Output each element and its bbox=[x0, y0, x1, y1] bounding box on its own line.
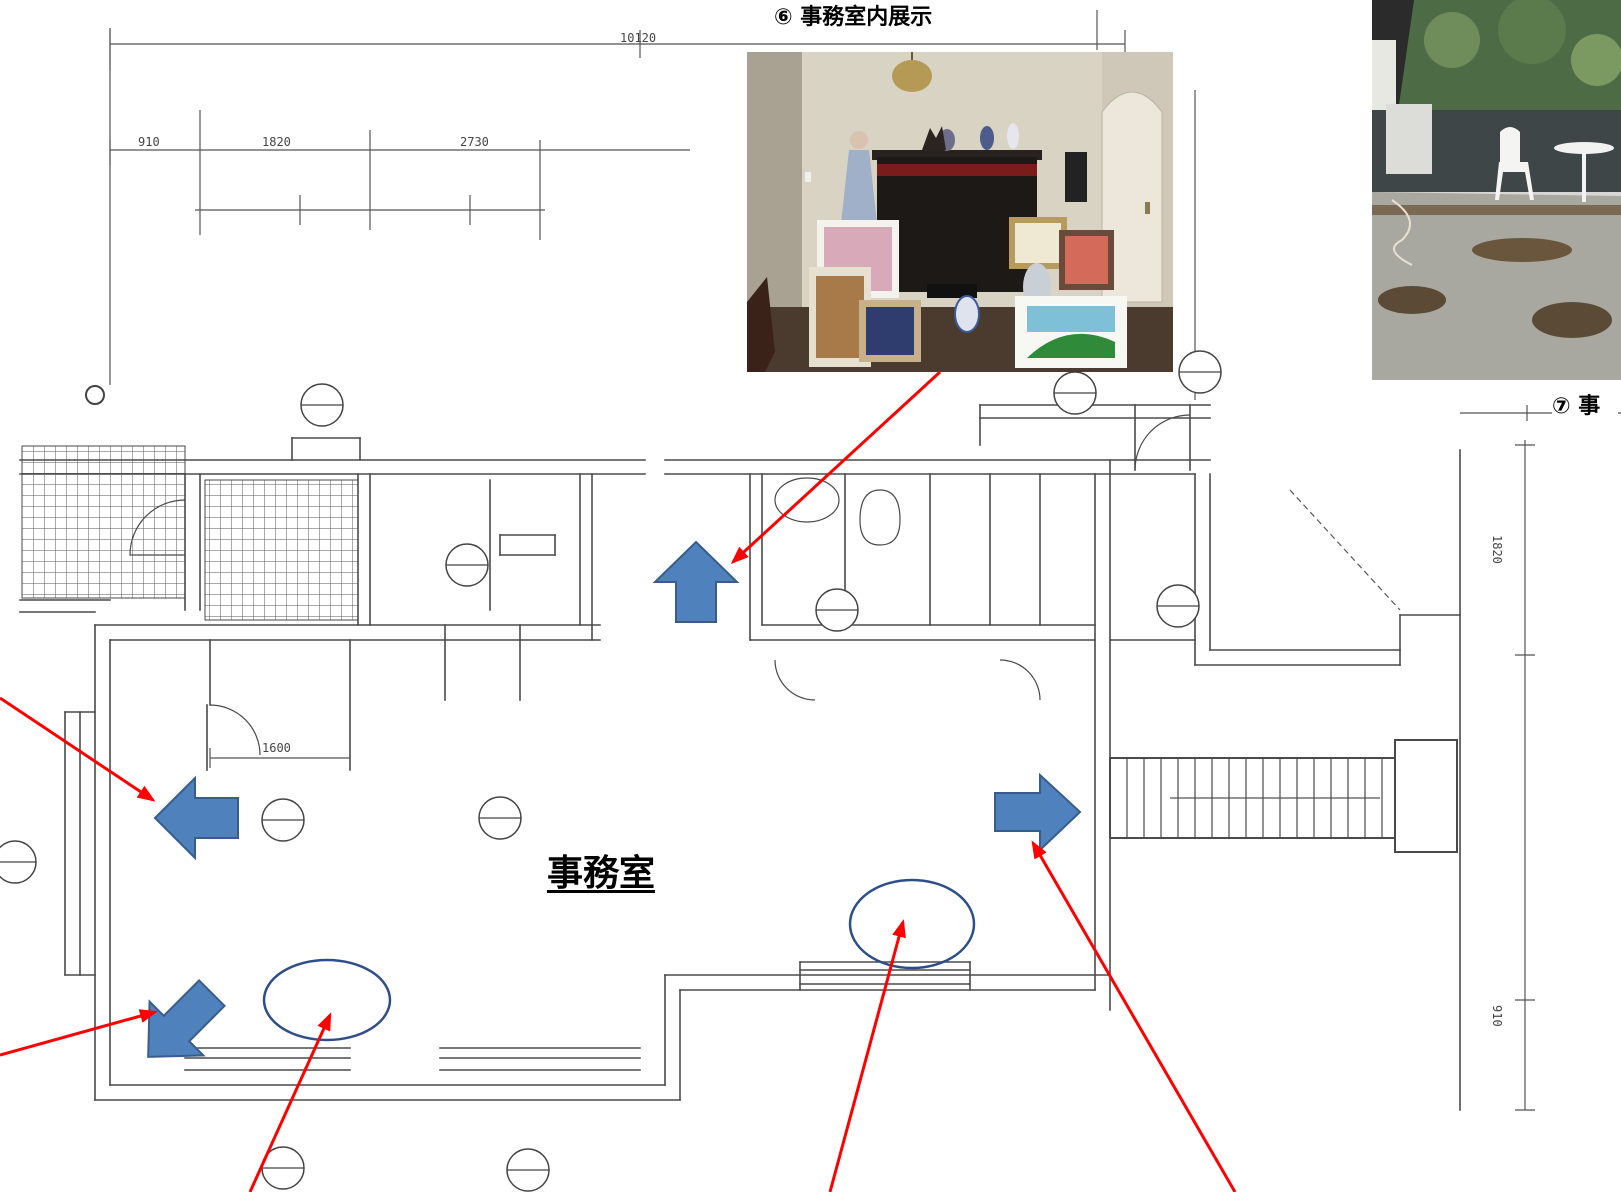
closet-door-swing bbox=[209, 704, 261, 756]
piano-bench bbox=[927, 284, 977, 298]
pointer-to-down-left-arrow bbox=[0, 1009, 158, 1057]
doll-body bbox=[839, 150, 879, 242]
leaf-patch bbox=[1378, 286, 1446, 314]
dimension-lines bbox=[109, 10, 1621, 1111]
dimension-1820: 1820 bbox=[262, 135, 291, 149]
pointer-to-right-arrow bbox=[1031, 840, 1237, 1192]
vase bbox=[1007, 123, 1019, 149]
view-arrow-left bbox=[153, 775, 239, 861]
leaf-patch bbox=[1472, 238, 1572, 262]
picture-canvas bbox=[866, 307, 914, 355]
view-arrow-up bbox=[652, 540, 740, 623]
garden-photo bbox=[1372, 0, 1621, 380]
picture-canvas bbox=[1065, 236, 1108, 284]
wall-outlet bbox=[805, 172, 811, 182]
pointer-to-ellipse-left bbox=[248, 1012, 332, 1192]
dimension-910: 910 bbox=[138, 135, 160, 149]
closet-dimension: 1600 bbox=[262, 741, 291, 755]
section-markers bbox=[0, 350, 1222, 1192]
staircase bbox=[1109, 739, 1458, 853]
outdoor-unit bbox=[1386, 104, 1432, 174]
garden-table-top bbox=[1554, 142, 1614, 154]
highlight-ellipse-window-marker bbox=[848, 878, 976, 970]
view-arrow-right bbox=[994, 772, 1082, 853]
pointer-lines bbox=[0, 370, 1237, 1192]
foliage bbox=[1498, 0, 1566, 64]
door-handle bbox=[1145, 202, 1150, 214]
pointer-to-left-arrow bbox=[0, 696, 156, 802]
doll-head bbox=[850, 131, 868, 149]
pointer-to-ellipse-right bbox=[828, 919, 906, 1192]
piano-drape bbox=[877, 164, 1037, 176]
photo6-caption: ⑥ 事務室内展示 bbox=[768, 5, 939, 31]
room-label: 事務室 bbox=[546, 853, 655, 894]
room-label-box: 事務室 bbox=[530, 838, 672, 902]
chair bbox=[747, 277, 775, 372]
certificate-paper bbox=[1015, 223, 1061, 263]
overall-width-dimension: 10120 bbox=[620, 31, 656, 45]
corridor-diagonal bbox=[1289, 489, 1401, 611]
doorway bbox=[1101, 91, 1163, 303]
pendant-lamp bbox=[892, 60, 932, 92]
toilet-outline bbox=[859, 489, 901, 546]
floor-plan-linework: 10120 910 1820 2730 1600 1820 910 bbox=[0, 10, 1621, 1192]
picture-canvas bbox=[816, 276, 864, 358]
wall-picture bbox=[1065, 152, 1087, 202]
patio-edge bbox=[1372, 205, 1621, 215]
vase bbox=[980, 126, 994, 150]
door-swings bbox=[129, 414, 1191, 756]
right-dimension-1820: 1820 bbox=[1490, 535, 1504, 564]
entrance-door-swing bbox=[129, 499, 186, 556]
foliage bbox=[1571, 34, 1621, 86]
highlight-ellipse-floor-outlet bbox=[262, 958, 392, 1042]
garden-hose bbox=[1391, 199, 1413, 266]
stair-landing bbox=[1394, 739, 1458, 853]
view-arrow-down-left-group bbox=[147, 979, 226, 1058]
entrance-tile-floor bbox=[21, 445, 186, 599]
photo7-caption: ⑦ 事 bbox=[1552, 394, 1618, 420]
office-display-photo bbox=[747, 52, 1173, 372]
blue-white-vase bbox=[954, 295, 980, 333]
washbasin-outline bbox=[774, 477, 840, 523]
bath-door-swing bbox=[774, 659, 816, 701]
pointer-photo6-to-up-arrow bbox=[730, 370, 942, 565]
landscape-sky bbox=[1027, 306, 1115, 332]
datum-marker bbox=[85, 385, 105, 405]
sculpture bbox=[922, 126, 946, 150]
garden-chair bbox=[1495, 127, 1534, 200]
hall-tile-floor bbox=[204, 479, 359, 621]
piano-top-shelf bbox=[872, 150, 1042, 160]
leaf-patch bbox=[1532, 302, 1612, 338]
landscape-hill bbox=[1027, 333, 1115, 358]
right-dimension-910: 910 bbox=[1490, 1005, 1504, 1027]
view-arrow-down-left bbox=[147, 979, 226, 1058]
utility-door-swing bbox=[999, 659, 1041, 701]
foliage bbox=[1424, 12, 1480, 68]
walls bbox=[19, 404, 1461, 1111]
rear-door-swing bbox=[1134, 414, 1191, 471]
dimension-2730: 2730 bbox=[460, 135, 489, 149]
